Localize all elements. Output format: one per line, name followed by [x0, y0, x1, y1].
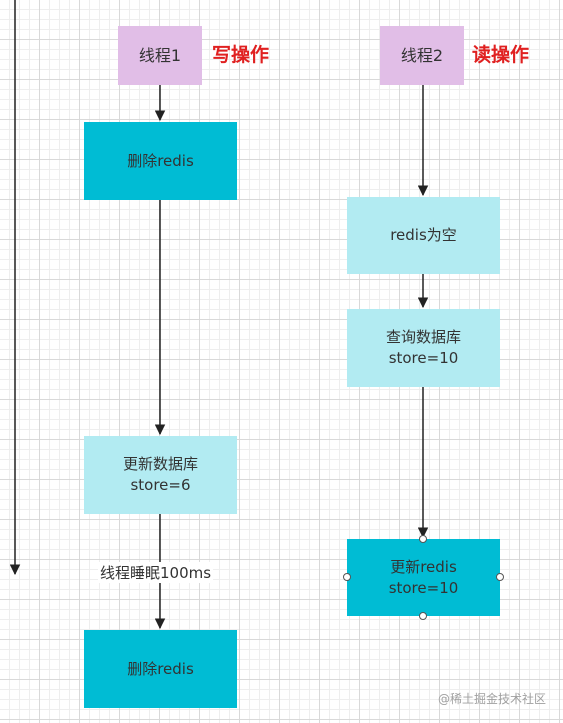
handle-top[interactable]: [419, 535, 427, 543]
delete-redis-node-2[interactable]: 删除redis: [84, 630, 237, 708]
query-db-node[interactable]: 查询数据库 store=10: [347, 309, 500, 387]
update-db-node[interactable]: 更新数据库 store=6: [84, 436, 237, 514]
thread2-operation-label: 读操作: [472, 44, 530, 66]
update-redis-node[interactable]: 更新redis store=10: [347, 539, 500, 616]
handle-right[interactable]: [496, 573, 504, 581]
thread1-box[interactable]: 线程1: [118, 26, 202, 85]
thread2-box[interactable]: 线程2: [380, 26, 464, 85]
handle-bottom[interactable]: [419, 612, 427, 620]
watermark: @稀土掘金技术社区: [438, 692, 547, 706]
delete-redis-node-1[interactable]: 删除redis: [84, 122, 237, 200]
thread1-operation-label: 写操作: [212, 44, 270, 66]
handle-left[interactable]: [343, 573, 351, 581]
sleep-edge-label: 线程睡眠100ms: [98, 562, 214, 583]
redis-empty-node[interactable]: redis为空: [347, 197, 500, 274]
